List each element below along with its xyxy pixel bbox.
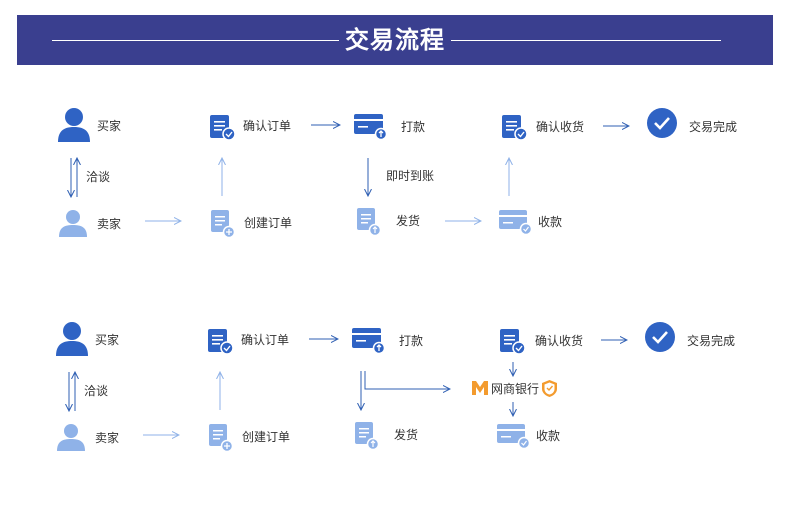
page-title: 交易流程 bbox=[17, 24, 773, 56]
ship-icon-2 bbox=[355, 422, 380, 451]
buyer-icon-2 bbox=[56, 322, 88, 356]
seller-label: 卖家 bbox=[97, 217, 122, 231]
confirm-receipt-icon bbox=[502, 115, 528, 141]
check-circle-icon-2 bbox=[645, 322, 675, 352]
pay-label: 打款 bbox=[401, 120, 426, 134]
create-order-icon-2 bbox=[209, 424, 234, 453]
ship-icon bbox=[357, 208, 382, 237]
seller-label-2: 卖家 bbox=[95, 431, 120, 445]
create-order-icon bbox=[211, 210, 236, 239]
complete-label: 交易完成 bbox=[689, 120, 738, 134]
create-order-label-2: 创建订单 bbox=[242, 430, 291, 444]
confirm-order-icon-2 bbox=[208, 329, 234, 355]
create-order-label: 创建订单 bbox=[244, 216, 293, 230]
confirm-receipt-icon-2 bbox=[500, 329, 526, 355]
header-banner: 交易流程 bbox=[17, 15, 773, 65]
pay-card-icon-2 bbox=[352, 328, 386, 355]
banner-line-left bbox=[52, 40, 362, 41]
confirm-receipt-label-2: 确认收货 bbox=[535, 334, 584, 348]
collect-label: 收款 bbox=[538, 215, 563, 229]
buyer-label: 买家 bbox=[97, 119, 122, 133]
check-circle-icon bbox=[647, 108, 677, 138]
collect-card-icon bbox=[499, 210, 533, 236]
negotiate-label: 洽谈 bbox=[86, 170, 111, 184]
buyer-icon bbox=[58, 108, 90, 142]
confirm-order-icon bbox=[210, 115, 236, 141]
arrow-pay-to-bank bbox=[364, 371, 450, 389]
banner-line-right bbox=[449, 40, 721, 41]
seller-icon bbox=[59, 210, 87, 237]
ship-label: 发货 bbox=[396, 214, 421, 228]
pay-label-2: 打款 bbox=[399, 334, 424, 348]
buyer-label-2: 买家 bbox=[95, 333, 120, 347]
mybank-logo-icon bbox=[472, 381, 488, 395]
collect-card-icon-2 bbox=[497, 424, 531, 450]
confirm-order-label-2: 确认订单 bbox=[241, 333, 290, 347]
ship-label-2: 发货 bbox=[394, 428, 419, 442]
confirm-receipt-label: 确认收货 bbox=[536, 120, 585, 134]
negotiate-label-2: 洽谈 bbox=[84, 384, 109, 398]
shield-badge-icon bbox=[542, 380, 557, 397]
bank-label: 网商银行 bbox=[491, 382, 540, 396]
complete-label-2: 交易完成 bbox=[687, 334, 736, 348]
collect-label-2: 收款 bbox=[536, 429, 561, 443]
instant-arrival-label: 即时到账 bbox=[386, 169, 435, 183]
pay-card-icon bbox=[354, 114, 388, 141]
seller-icon-2 bbox=[57, 424, 85, 451]
confirm-order-label: 确认订单 bbox=[243, 119, 292, 133]
